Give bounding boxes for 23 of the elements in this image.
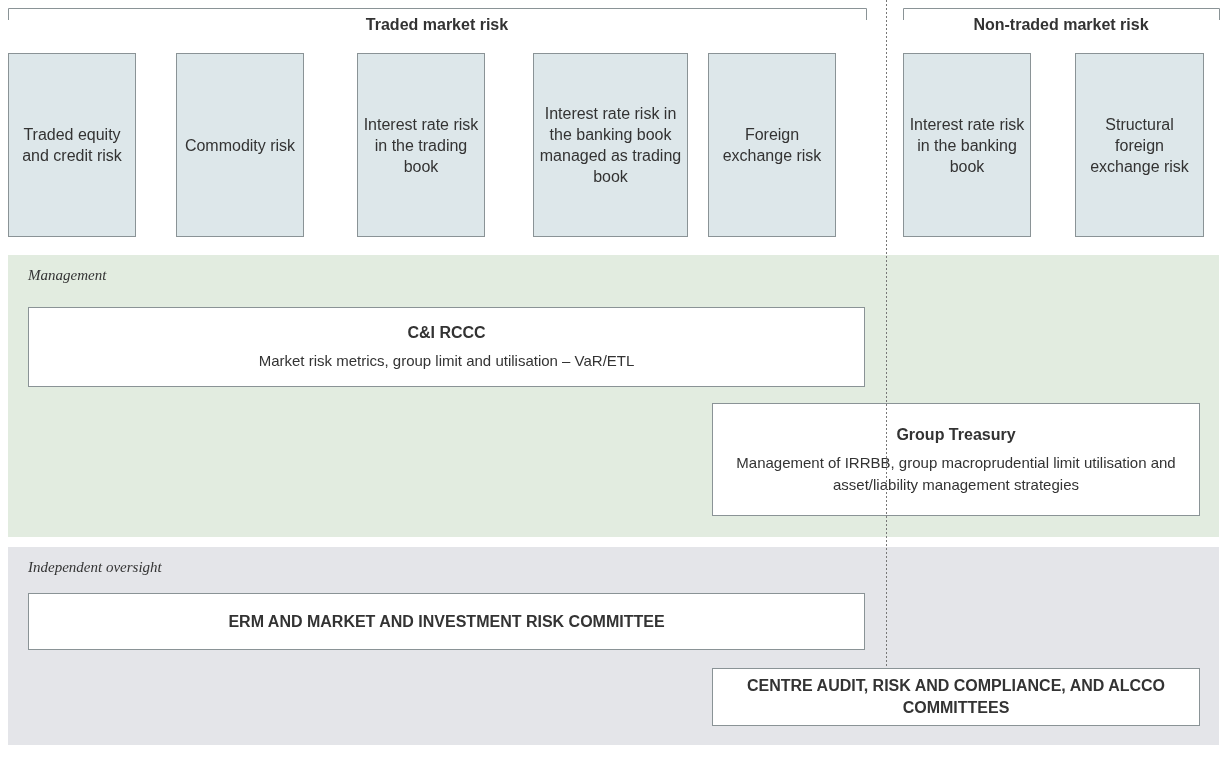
group-heading: Non-traded market risk	[972, 16, 1150, 34]
committee-box	[712, 668, 1200, 726]
risk-box: Interest rate risk in the banking book managed as trading book	[533, 53, 688, 237]
box-heading: Group Treasury	[895, 424, 1017, 445]
box-text: Management of IRRBB, group macroprudential limit utilisation and asset/liability management strategies	[735, 452, 1177, 495]
box-heading: ERM AND MARKET AND INVESTMENT RISK COMMITTEE	[227, 611, 666, 632]
risk-box: Foreign exchange risk	[708, 53, 836, 237]
risk-box: Commodity risk	[176, 53, 304, 237]
risk-box: Structural foreign exchange risk	[1075, 53, 1204, 237]
committee-box	[28, 593, 865, 650]
risk-box: Interest rate risk in the banking book	[903, 53, 1031, 237]
section-band	[8, 547, 1219, 745]
section-title: Management	[28, 267, 107, 284]
box-text: Market risk metrics, group limit and utilisation – VaR/ETL	[257, 351, 636, 371]
risk-box: Interest rate risk in the trading book	[357, 53, 485, 237]
section-band	[8, 255, 1219, 537]
box-heading: CENTRE AUDIT, RISK AND COMPLIANCE, AND ALCCO COMMITTEES	[745, 676, 1167, 718]
box-heading: C&I RCCC	[406, 323, 487, 343]
group-heading: Traded market risk	[364, 16, 510, 34]
committee-box	[28, 307, 865, 387]
committee-box	[712, 403, 1200, 516]
risk-box: Traded equity and credit risk	[8, 53, 136, 237]
section-title: Independent oversight	[28, 559, 162, 576]
